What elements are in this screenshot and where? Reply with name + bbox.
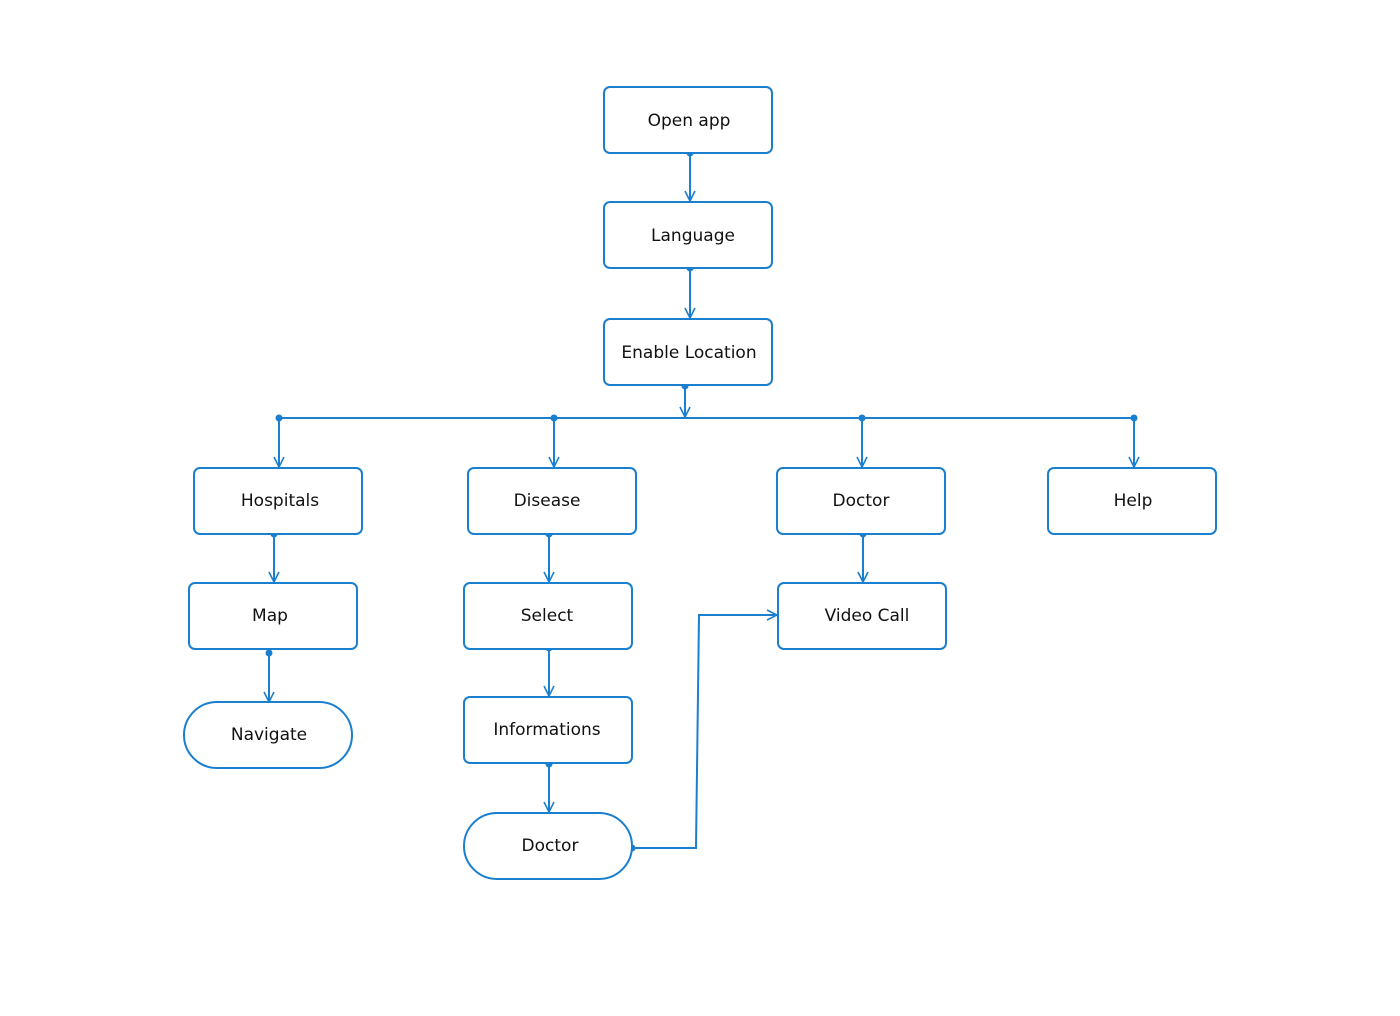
node-help bbox=[1047, 467, 1217, 535]
node-disease bbox=[467, 467, 637, 535]
dot bbox=[1130, 414, 1138, 422]
label-help: Help bbox=[1114, 491, 1153, 511]
dot bbox=[550, 414, 558, 422]
node-language bbox=[603, 201, 773, 269]
label-map: Map bbox=[252, 606, 288, 626]
node-navigate bbox=[183, 701, 353, 769]
node-enable-location bbox=[603, 318, 773, 386]
label-open-app: Open app bbox=[648, 111, 731, 131]
node-labels: Open app Language Enable Location Hospit… bbox=[231, 111, 1153, 856]
node-open-app bbox=[603, 86, 773, 154]
nodes bbox=[183, 86, 1217, 880]
dot bbox=[858, 414, 866, 422]
connectors bbox=[269, 153, 1134, 849]
edge-doctor-end-to-video-call bbox=[632, 615, 777, 849]
label-doctor: Doctor bbox=[833, 491, 890, 511]
node-doctor-end bbox=[463, 812, 633, 880]
node-map bbox=[188, 582, 358, 650]
dot bbox=[265, 649, 273, 657]
label-doctor-end: Doctor bbox=[522, 836, 579, 856]
node-hospitals bbox=[193, 467, 363, 535]
dot bbox=[275, 414, 283, 422]
label-navigate: Navigate bbox=[231, 725, 307, 745]
label-language: Language bbox=[651, 226, 735, 246]
node-select bbox=[463, 582, 633, 650]
label-enable-location: Enable Location bbox=[621, 343, 756, 363]
node-video-call bbox=[777, 582, 947, 650]
label-disease: Disease bbox=[514, 491, 581, 511]
label-video-call: Video Call bbox=[825, 606, 910, 626]
node-doctor bbox=[776, 467, 946, 535]
label-informations: Informations bbox=[493, 720, 600, 740]
node-informations bbox=[463, 696, 633, 764]
label-select: Select bbox=[521, 606, 574, 626]
label-hospitals: Hospitals bbox=[241, 491, 319, 511]
